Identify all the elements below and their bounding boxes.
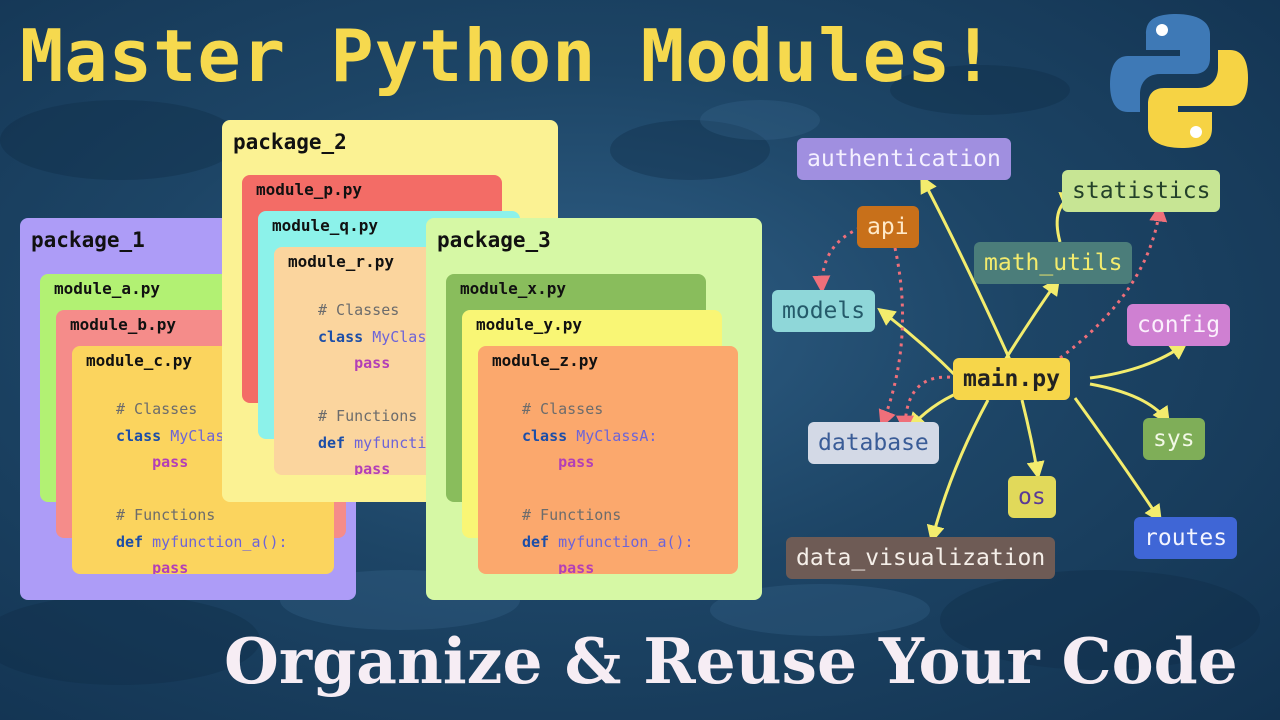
main-title: Master Python Modules! <box>20 14 996 98</box>
node-data-visualization: data_visualization <box>786 537 1056 579</box>
node-main-py: main.py <box>953 358 1070 400</box>
code-comment: # Classes <box>116 400 198 418</box>
code-pass: pass <box>558 559 595 574</box>
code-keyword: class <box>522 426 568 445</box>
arrow-to-models <box>877 307 960 380</box>
code-comment: # Functions <box>116 506 216 524</box>
code-pass: pass <box>152 559 189 574</box>
code-pass: pass <box>152 453 189 471</box>
module-x-label: module_x.py <box>460 279 566 298</box>
module-c-label: module_c.py <box>86 351 192 370</box>
code-class-name: MyClassA: <box>576 426 658 445</box>
node-statistics: statistics <box>1062 170 1221 212</box>
dotted-arrow-main-to-statistics <box>1059 203 1168 360</box>
code-keyword: class <box>318 327 364 346</box>
code-keyword: class <box>116 426 162 445</box>
node-models: models <box>772 290 876 332</box>
code-pass: pass <box>354 354 391 372</box>
node-authentication: authentication <box>797 138 1011 180</box>
dotted-arrow-api-to-database <box>878 247 905 429</box>
code-snippet: # Classes class MyClassA: pass # Functio… <box>522 396 694 574</box>
code-snippet: # Classes class MyClassA: pass # Functio… <box>318 297 490 475</box>
code-pass: pass <box>354 460 391 475</box>
code-function-name: myfunction_a(): <box>558 532 694 551</box>
code-comment: # Classes <box>522 400 604 418</box>
module-p-label: module_p.py <box>256 180 362 199</box>
arrow-to-data-visualization <box>926 399 990 544</box>
arrow-to-sys <box>1089 382 1170 425</box>
code-keyword: def <box>116 532 144 551</box>
node-api: api <box>857 206 919 248</box>
node-sys: sys <box>1143 418 1205 460</box>
node-math-utils: math_utils <box>974 242 1133 284</box>
node-os: os <box>1008 476 1056 518</box>
module-y-label: module_y.py <box>476 315 582 334</box>
code-comment: # Functions <box>318 407 418 425</box>
python-logo-icon <box>1110 14 1248 148</box>
code-function-name: myfunction_a(): <box>152 532 288 551</box>
dotted-arrow-api-to-models <box>812 226 861 294</box>
arrow-to-routes <box>1073 397 1162 523</box>
arrow-to-math-utils <box>1003 277 1061 361</box>
arrow-to-authentication <box>920 174 1012 361</box>
node-database: database <box>808 422 939 464</box>
code-keyword: def <box>522 532 550 551</box>
code-comment: # Classes <box>318 301 400 319</box>
arrow-to-os <box>1020 399 1045 480</box>
dotted-arrow-main-to-database <box>896 375 959 434</box>
code-keyword: def <box>318 433 346 452</box>
package-3-label: package_3 <box>437 228 551 252</box>
code-pass: pass <box>558 453 595 471</box>
node-routes: routes <box>1134 517 1238 559</box>
code-comment: # Functions <box>522 506 622 524</box>
subtitle: Organize & Reuse Your Code <box>224 624 1238 698</box>
module-r-label: module_r.py <box>288 252 394 271</box>
module-z-label: module_z.py <box>492 351 598 370</box>
arrow-to-config <box>1089 341 1188 380</box>
module-z-card: module_z.py # Classes class MyClassA: pa… <box>478 346 738 574</box>
module-q-label: module_q.py <box>272 216 378 235</box>
module-a-label: module_a.py <box>54 279 160 298</box>
package-2-label: package_2 <box>233 130 347 154</box>
node-config: config <box>1127 304 1231 346</box>
module-b-label: module_b.py <box>70 315 176 334</box>
package-1-label: package_1 <box>31 228 145 252</box>
